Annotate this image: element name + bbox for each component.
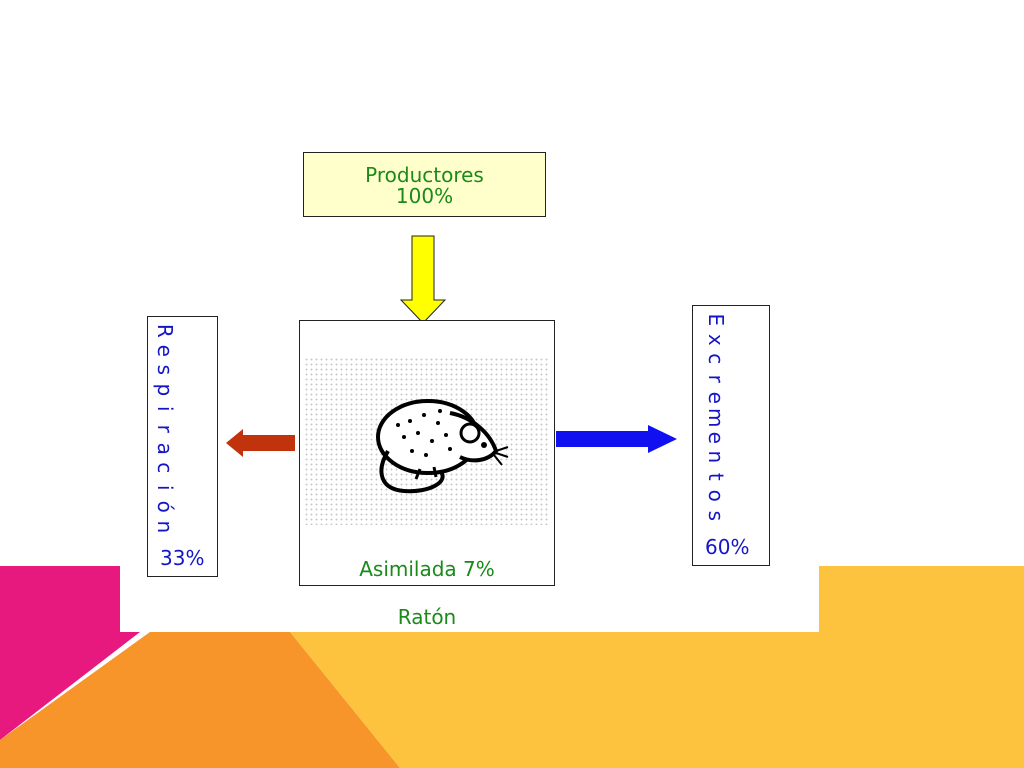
respiration-letter: r [152,424,177,433]
respiration-box: R e s p i r a c i ó n 33% [147,316,218,577]
respiration-letter: n [152,520,177,534]
excrements-letter: m [703,408,728,428]
respiration-percent: 33% [160,546,205,570]
producers-label: Productores [365,163,484,187]
organism-label: Ratón [397,605,457,629]
respiration-word: R e s p i r a c i ó n [152,321,177,537]
bg-yellow-shape [290,566,1024,768]
excrements-letter: e [703,431,728,444]
arrow-right-blue [556,425,677,453]
assimilated-label: Asimilada 7% [359,557,495,581]
excrements-letter: s [703,510,728,521]
producers-box: Productores 100% [303,152,546,217]
excrements-letter: x [703,333,728,346]
producers-percent: 100% [395,184,454,208]
mouse-icon [376,399,509,494]
respiration-letter: ó [152,501,177,514]
bg-orange-shape [0,632,400,768]
respiration-letter: a [152,442,177,455]
excrements-percent: 60% [705,535,750,559]
excrements-letter: o [703,490,728,503]
excrements-letter: E [703,313,728,327]
respiration-letter: c [152,462,177,474]
excrements-letter: t [703,472,728,481]
respiration-letter: R [152,323,177,338]
respiration-letter: p [152,383,177,396]
excrements-letter: n [703,450,728,464]
respiration-letter: e [152,344,177,357]
respiration-letter: i [152,406,177,412]
bg-pink-shape [0,566,140,740]
mouse-box: Asimilada 7% [299,320,555,586]
excrements-word: E x c r e m e n t o s [703,310,728,526]
excrements-box: E x c r e m e n t o s 60% [692,305,770,566]
arrow-left-red [226,429,295,457]
arrow-down-yellow [399,235,447,324]
excrements-letter: c [703,353,728,365]
excrements-letter: e [703,392,728,405]
respiration-letter: s [152,364,177,376]
respiration-letter: i [152,484,177,491]
excrements-letter: r [703,374,728,383]
